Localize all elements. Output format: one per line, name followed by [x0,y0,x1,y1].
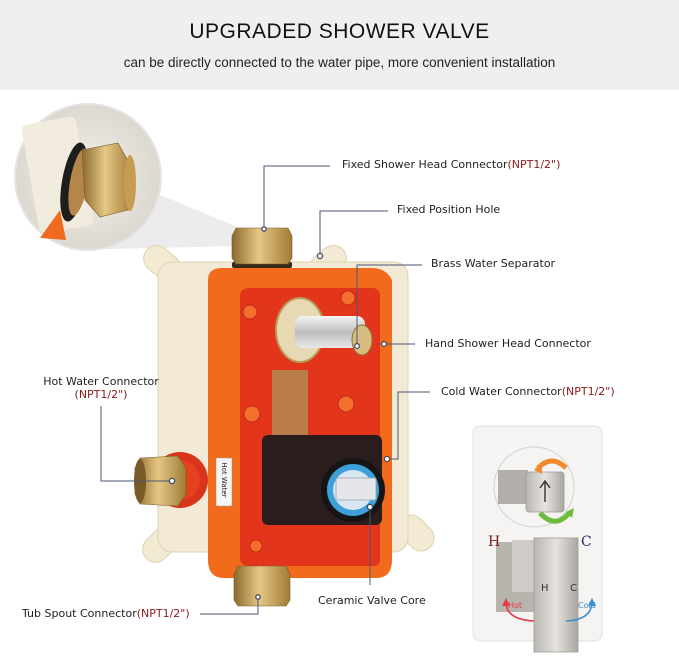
label-spec: (NPT1/2") [136,607,190,620]
cold-label: Cold [578,601,596,610]
label-text: Cold Water Connector [441,385,562,398]
label-hand-shower-head-connector: Hand Shower Head Connector [425,337,591,350]
label-text: Hand Shower Head Connector [425,337,591,350]
fixed-shower-head-connector-part [231,227,293,268]
hot-water-sticker [215,457,233,507]
label-spec: (NPT1/2") [74,388,128,401]
label-fixed-position-hole: Fixed Position Hole [397,203,500,216]
trim-c-mark: C [581,534,592,550]
label-text: Hot Water Connector [43,375,159,388]
label-text: Ceramic Valve Core [318,594,426,607]
label-tub-spout-connector: Tub Spout Connector(NPT1/2") [22,607,190,620]
page-title: UPGRADED SHOWER VALVE [189,20,490,43]
label-cold-water-connector: Cold Water Connector(NPT1/2") [441,385,615,398]
hot-label: Hot [508,601,523,610]
leader-dots [168,226,391,600]
label-text: Tub Spout Connector [22,607,137,620]
trim-plate-illustration [472,425,603,653]
hot-water-sticker-text: Hot Water [220,462,228,498]
label-ceramic-valve-core: Ceramic Valve Core [318,594,426,607]
label-spec: (NPT1/2") [561,385,615,398]
trim-h-mark: H [488,534,501,550]
handle-h-mark: H [541,583,549,594]
label-brass-water-separator: Brass Water Separator [431,257,555,270]
page-subtitle: can be directly connected to the water p… [123,55,556,70]
label-text: Fixed Position Hole [397,203,501,216]
label-text: Brass Water Separator [431,257,556,270]
label-text: Fixed Shower Head Connector [342,158,508,171]
header-banner: UPGRADED SHOWER VALVE can be directly co… [0,0,679,90]
leader-lines [100,165,430,615]
label-fixed-shower-head-connector: Fixed Shower Head Connector(NPT1/2") [342,158,560,171]
label-hot-water-connector: Hot Water Connector (NPT1/2") [20,375,182,401]
label-spec: (NPT1/2") [507,158,561,171]
handle-c-mark: C [570,583,577,594]
inset-magnified-connector [14,103,162,251]
